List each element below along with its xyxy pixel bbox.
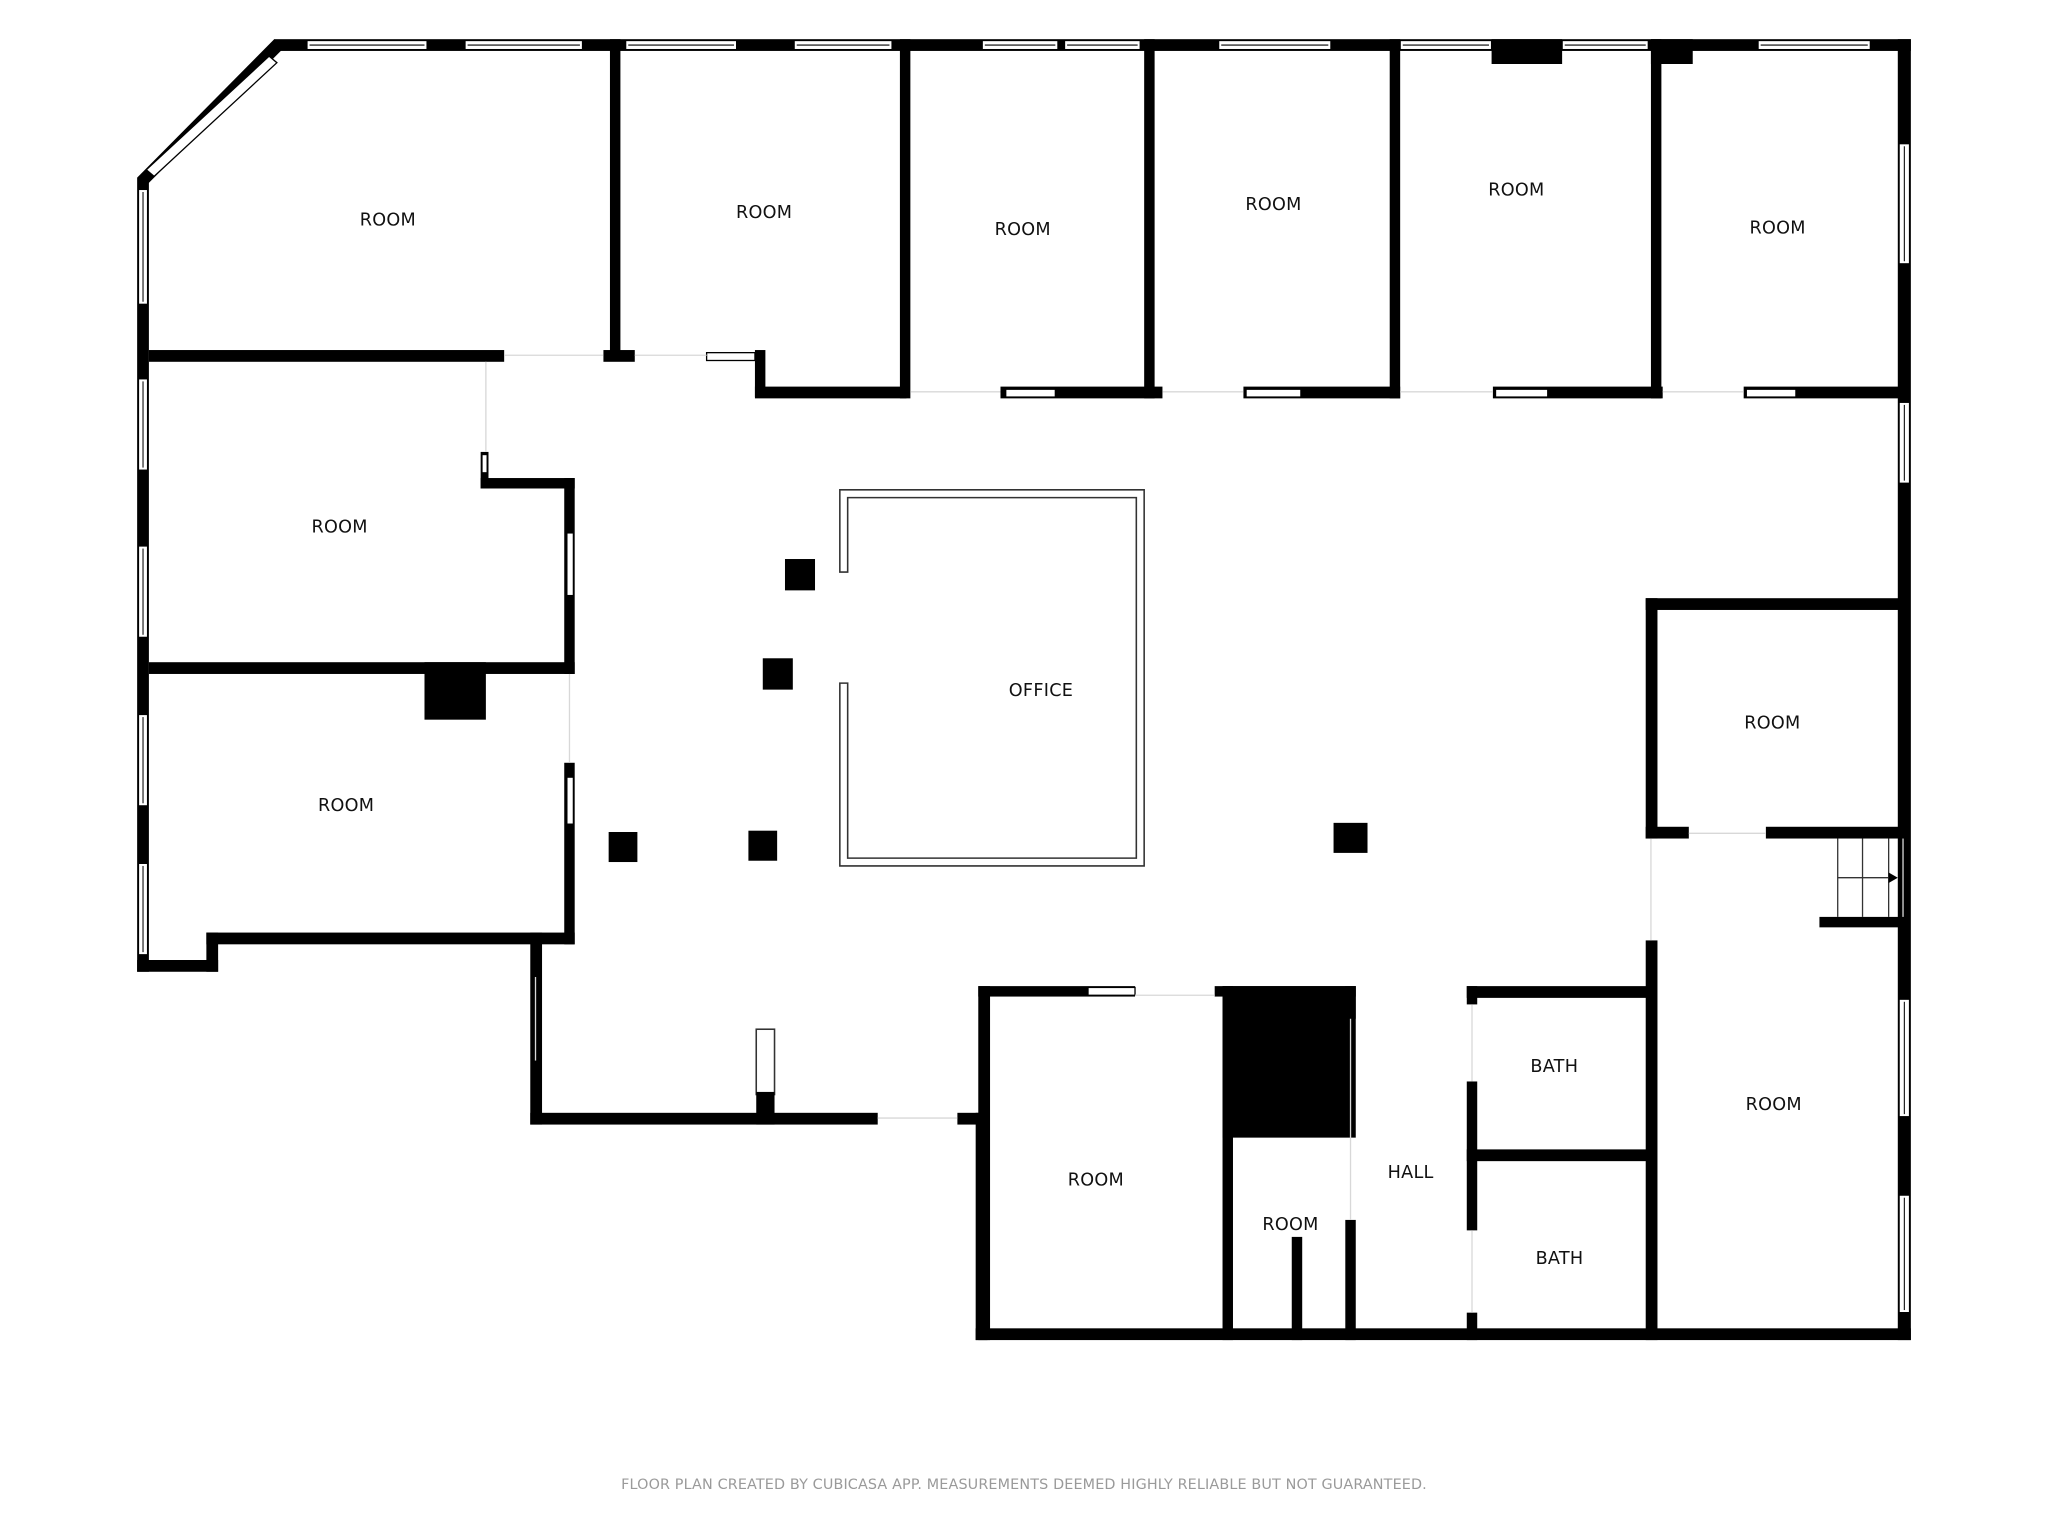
bath-label: BATH: [1530, 1057, 1578, 1077]
stairs: [1837, 838, 1898, 917]
room-label: ROOM: [995, 220, 1051, 240]
office-label: OFFICE: [1009, 681, 1073, 701]
hall-label: HALL: [1388, 1163, 1434, 1183]
room-label: ROOM: [1744, 714, 1800, 734]
room-labels: ROOM ROOM ROOM ROOM ROOM ROOM ROOM ROOM …: [311, 181, 1805, 1269]
room-label: ROOM: [1068, 1171, 1124, 1191]
interior-walls: [148, 39, 1907, 1341]
office-partition: [839, 489, 1145, 867]
door-openings: [485, 354, 1904, 1313]
room-label: ROOM: [1488, 181, 1544, 201]
room-label: ROOM: [1750, 219, 1806, 239]
room-label: ROOM: [311, 518, 367, 538]
columns: [608, 559, 1368, 863]
bath-label: BATH: [1536, 1249, 1584, 1269]
windows: [137, 39, 1911, 1314]
room-label: ROOM: [1746, 1095, 1802, 1115]
room-label: ROOM: [360, 211, 416, 231]
room-label: ROOM: [1245, 195, 1301, 215]
room-label: ROOM: [318, 796, 374, 816]
room-label: ROOM: [736, 203, 792, 223]
disclaimer-footer: FLOOR PLAN CREATED BY CUBICASA APP. MEAS…: [621, 1477, 1427, 1493]
room-label: ROOM: [1262, 1215, 1318, 1235]
stairs-arrow-icon: [1888, 872, 1898, 883]
